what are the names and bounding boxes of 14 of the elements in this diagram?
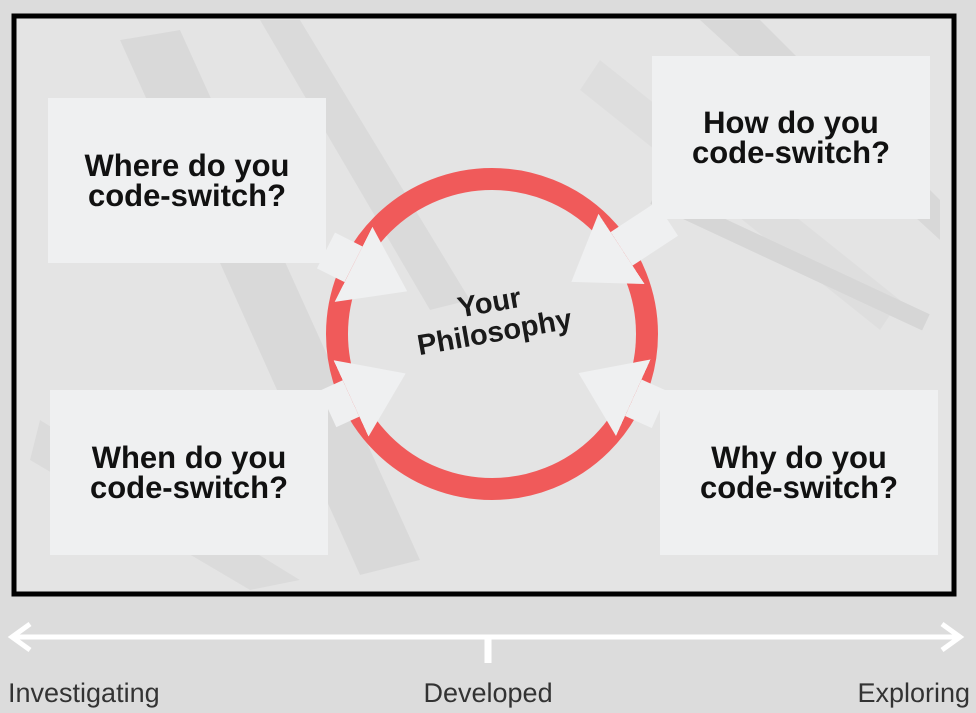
text-box [48, 98, 326, 263]
scale-label: Exploring [857, 678, 970, 709]
block-arrow [320, 360, 406, 437]
box-label: When do you code-switch? [88, 442, 290, 502]
box-label: Where do you code-switch? [84, 150, 290, 210]
text-box [652, 56, 930, 219]
box-label: Why do you code-switch? [698, 442, 900, 502]
node-label: Your Philosophy [414, 280, 576, 362]
block-arrow [571, 202, 678, 284]
box-label: How do you code-switch? [690, 108, 892, 168]
scale-label: Investigating [8, 678, 160, 709]
ring-node [326, 168, 658, 500]
scale-label: Developed [424, 678, 553, 709]
text-box [50, 390, 328, 555]
